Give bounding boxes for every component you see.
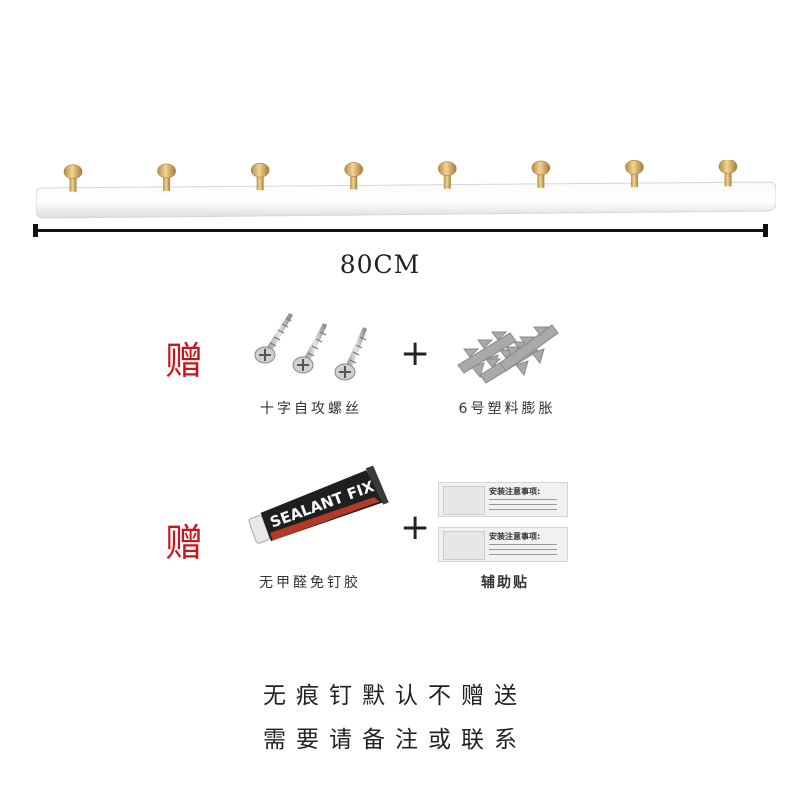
- brass-hook: [437, 161, 457, 189]
- brass-hook: [625, 160, 644, 188]
- plus-sign-1: +: [400, 333, 431, 374]
- notice-line-2: 需要请备注或联系: [263, 727, 527, 753]
- dimension-line: [34, 229, 768, 232]
- screw-2: [292, 323, 327, 374]
- brass-hook: [157, 163, 176, 191]
- screw-1: [254, 313, 293, 364]
- rail: [36, 181, 776, 219]
- sticker-1-title: 安装注意事项:: [489, 487, 541, 496]
- brass-hook: [531, 160, 551, 188]
- sealant-tube-image: SEALANT FIX: [248, 465, 389, 544]
- wall-anchors-image: [457, 324, 559, 384]
- brass-hook: [250, 162, 270, 191]
- notice-line-1: 无痕钉默认不赠送: [263, 683, 527, 709]
- brass-hook: [344, 162, 364, 190]
- gift-label-1: 赠: [165, 339, 204, 383]
- brass-hook: [63, 164, 83, 192]
- length-label: 80CM: [339, 250, 421, 279]
- dimension-cap-left: [33, 224, 38, 237]
- tube-body: [260, 470, 385, 542]
- coat-rack-image: [36, 160, 776, 219]
- brass-hook: [718, 160, 738, 187]
- sticker-1: 安装注意事项:: [438, 482, 568, 517]
- screw-3: [334, 327, 367, 381]
- gift-label-2: 赠: [165, 521, 204, 565]
- dimension-cap-right: [763, 224, 768, 237]
- plus-sign-2: +: [400, 507, 431, 548]
- sticker-2-title: 安装注意事项:: [489, 532, 541, 541]
- anchors-caption: 6号塑料膨胀: [458, 401, 556, 417]
- instruction-stickers-image: 安装注意事项: 安装注意事项:: [438, 482, 568, 566]
- anchor-3: [499, 324, 559, 377]
- screws-image: [254, 313, 367, 381]
- glue-caption: 无甲醛免钉胶: [259, 575, 361, 591]
- sticker-caption: 辅助贴: [481, 575, 529, 591]
- sticker-2: 安装注意事项:: [438, 527, 568, 562]
- screws-caption: 十字自攻螺丝: [260, 401, 362, 417]
